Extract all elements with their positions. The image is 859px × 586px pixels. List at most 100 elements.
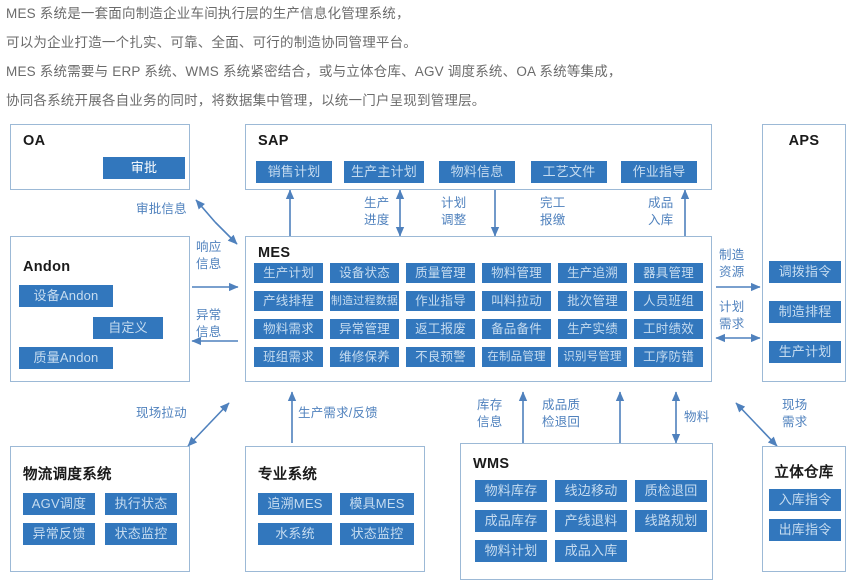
sap-chip-2[interactable]: 物料信息 — [439, 161, 515, 183]
aps-title: APS — [788, 133, 820, 149]
label-plan-adjust-line1: 计划 — [441, 196, 467, 210]
intro-line-3: MES 系统需要与 ERP 系统、WMS 系统紧密结合，或与立体仓库、AGV 调… — [6, 64, 622, 79]
label-finished-goods-in-line1: 成品 — [648, 196, 674, 210]
label-material: 物料 — [684, 410, 710, 424]
arrow-approval-up — [195, 199, 216, 223]
arrow-site-pull-up — [207, 402, 230, 426]
label-site-demand-line1: 现场 — [782, 398, 808, 412]
label-plan-demand-line2: 需求 — [719, 317, 745, 331]
warehouse-chip-0[interactable]: 入库指令 — [769, 489, 841, 511]
arrow-site-demand-up — [735, 402, 757, 425]
mes-chip-r3c4[interactable]: 识别号管理 — [558, 347, 627, 367]
logistics-chip-1[interactable]: 执行状态 — [105, 493, 177, 515]
logistics-title: 物流调度系统 — [23, 467, 112, 483]
system-box-sap: SAP 销售计划 生产主计划 物料信息 工艺文件 作业指导 — [245, 124, 712, 190]
warehouse-chip-1[interactable]: 出库指令 — [769, 519, 841, 541]
andon-title: Andon — [23, 259, 71, 275]
mes-chip-r1c3[interactable]: 叫料拉动 — [482, 291, 551, 311]
mes-chip-r0c5[interactable]: 器具管理 — [634, 263, 703, 283]
logistics-chip-0[interactable]: AGV调度 — [23, 493, 95, 515]
intro-line-2: 可以为企业打造一个扎实、可靠、全面、可行的制造协同管理平台。 — [6, 35, 417, 50]
mes-chip-r3c3[interactable]: 在制品管理 — [482, 347, 551, 367]
sap-chip-4[interactable]: 作业指导 — [621, 161, 697, 183]
wms-chip-2[interactable]: 质检退回 — [635, 480, 707, 502]
mes-chip-r1c0[interactable]: 产线排程 — [254, 291, 323, 311]
label-response-info-line2: 信息 — [196, 257, 222, 271]
mes-title: MES — [258, 245, 291, 261]
label-production-demand-feedback: 生产需求/反馈 — [298, 406, 378, 420]
system-box-warehouse: 立体仓库 入库指令 出库指令 — [762, 446, 846, 572]
mes-chip-r1c1[interactable]: 制造过程数据 — [330, 291, 399, 311]
mes-chip-r0c2[interactable]: 质量管理 — [406, 263, 475, 283]
oa-title: OA — [23, 133, 46, 149]
mes-chip-r2c2[interactable]: 返工报废 — [406, 319, 475, 339]
mes-chip-r1c4[interactable]: 批次管理 — [558, 291, 627, 311]
label-approval-info: 审批信息 — [136, 202, 187, 216]
intro-paragraph: MES 系统是一套面向制造企业车间执行层的生产信息化管理系统， 可以为企业打造一… — [6, 2, 856, 118]
system-box-andon: Andon 设备Andon 自定义 质量Andon — [10, 236, 190, 382]
system-box-mes: MES 生产计划 设备状态 质量管理 物料管理 生产追溯 器具管理 产线排程 制… — [245, 236, 712, 382]
logistics-chip-3[interactable]: 状态监控 — [105, 523, 177, 545]
mes-chip-r3c5[interactable]: 工序防错 — [634, 347, 703, 367]
label-inventory-info-line2: 信息 — [477, 415, 503, 429]
mes-chip-r0c4[interactable]: 生产追溯 — [558, 263, 627, 283]
wms-chip-7[interactable]: 成品入库 — [555, 540, 627, 562]
system-box-logistics: 物流调度系统 AGV调度 执行状态 异常反馈 状态监控 — [10, 446, 190, 572]
arrow-site-demand-down — [755, 423, 778, 447]
wms-title: WMS — [473, 456, 510, 472]
label-site-demand-line2: 需求 — [782, 415, 808, 429]
mes-chip-r2c5[interactable]: 工时绩效 — [634, 319, 703, 339]
sap-chip-0[interactable]: 销售计划 — [256, 161, 332, 183]
mes-chip-r2c3[interactable]: 备品备件 — [482, 319, 551, 339]
intro-line-1: MES 系统是一套面向制造企业车间执行层的生产信息化管理系统， — [6, 6, 410, 21]
wms-chip-6[interactable]: 物料计划 — [475, 540, 547, 562]
mes-chip-r2c4[interactable]: 生产实绩 — [558, 319, 627, 339]
mes-chip-r2c1[interactable]: 异常管理 — [330, 319, 399, 339]
warehouse-title: 立体仓库 — [774, 465, 834, 481]
mes-chip-r3c2[interactable]: 不良预警 — [406, 347, 475, 367]
arrow-site-pull-down — [187, 424, 209, 447]
mes-chip-r2c0[interactable]: 物料需求 — [254, 319, 323, 339]
system-box-aps: APS 调拨指令 制造排程 生产计划 — [762, 124, 846, 382]
label-exception-info-line2: 信息 — [196, 325, 222, 339]
label-manufacturing-resource-line2: 资源 — [719, 265, 745, 279]
andon-chip-1[interactable]: 自定义 — [93, 317, 163, 339]
label-fq-return-line1: 成品质 — [542, 398, 581, 412]
label-exception-info-line1: 异常 — [196, 308, 222, 322]
sap-chip-3[interactable]: 工艺文件 — [531, 161, 607, 183]
oa-chip-approval[interactable]: 审批 — [103, 157, 185, 179]
label-inventory-info-line1: 库存 — [477, 398, 503, 412]
sap-title: SAP — [258, 133, 289, 149]
label-fq-return-line2: 检退回 — [542, 415, 581, 429]
aps-chip-0[interactable]: 调拨指令 — [769, 261, 841, 283]
mes-chip-r1c5[interactable]: 人员班组 — [634, 291, 703, 311]
andon-chip-2[interactable]: 质量Andon — [19, 347, 113, 369]
professional-chip-2[interactable]: 水系统 — [258, 523, 332, 545]
label-production-progress-line1: 生产 — [364, 196, 390, 210]
mes-chip-r1c2[interactable]: 作业指导 — [406, 291, 475, 311]
professional-chip-1[interactable]: 模具MES — [340, 493, 414, 515]
andon-chip-0[interactable]: 设备Andon — [19, 285, 113, 307]
mes-chip-r0c3[interactable]: 物料管理 — [482, 263, 551, 283]
label-production-progress-line2: 进度 — [364, 213, 390, 227]
wms-chip-5[interactable]: 线路规划 — [635, 510, 707, 532]
label-response-info-line1: 响应 — [196, 240, 222, 254]
aps-chip-2[interactable]: 生产计划 — [769, 341, 841, 363]
wms-chip-1[interactable]: 线边移动 — [555, 480, 627, 502]
wms-chip-4[interactable]: 产线退料 — [555, 510, 627, 532]
mes-chip-r3c0[interactable]: 班组需求 — [254, 347, 323, 367]
label-manufacturing-resource-line1: 制造 — [719, 248, 745, 262]
mes-chip-r3c1[interactable]: 维修保养 — [330, 347, 399, 367]
label-site-pull: 现场拉动 — [136, 406, 187, 420]
mes-chip-r0c1[interactable]: 设备状态 — [330, 263, 399, 283]
professional-chip-3[interactable]: 状态监控 — [340, 523, 414, 545]
aps-chip-1[interactable]: 制造排程 — [769, 301, 841, 323]
wms-chip-0[interactable]: 物料库存 — [475, 480, 547, 502]
professional-chip-0[interactable]: 追溯MES — [258, 493, 332, 515]
mes-chip-r0c0[interactable]: 生产计划 — [254, 263, 323, 283]
logistics-chip-2[interactable]: 异常反馈 — [23, 523, 95, 545]
sap-chip-1[interactable]: 生产主计划 — [344, 161, 424, 183]
wms-chip-3[interactable]: 成品库存 — [475, 510, 547, 532]
label-plan-adjust-line2: 调整 — [441, 213, 467, 227]
